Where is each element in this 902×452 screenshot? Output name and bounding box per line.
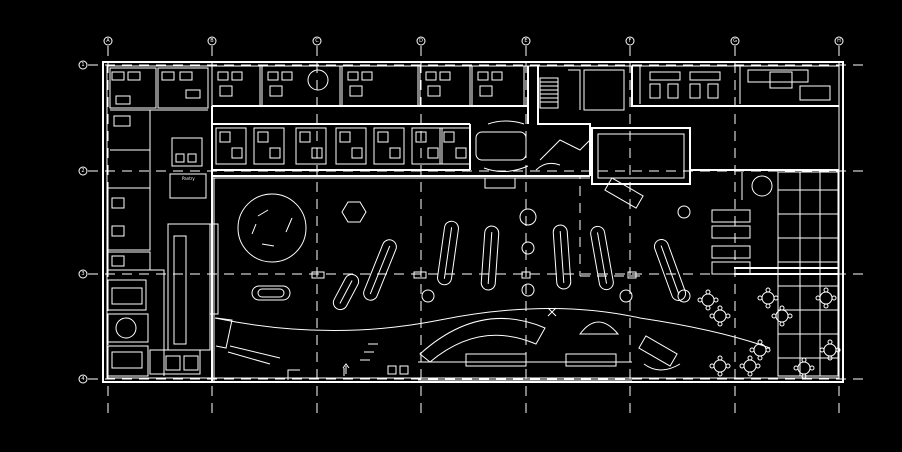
capsule-4 (480, 225, 500, 291)
capsule-3 (437, 220, 459, 286)
workstation-2 (253, 127, 285, 165)
office-4 (419, 65, 471, 107)
column-dot-3 (421, 289, 435, 303)
entrance-arrow (287, 307, 557, 380)
pantry: Pantry (169, 137, 207, 199)
stair (539, 69, 625, 111)
column-dot-4 (619, 289, 633, 303)
conference-table (475, 120, 529, 189)
round-table-1 (697, 289, 719, 311)
lounge-sofas (251, 271, 637, 301)
round-tables (697, 287, 841, 379)
top-right-offices (639, 66, 831, 104)
svg-text:C: C (315, 38, 319, 44)
office-5 (471, 65, 525, 107)
capsule-7 (653, 239, 687, 301)
pantry-label: Pantry (182, 176, 195, 181)
workstation-5 (373, 127, 405, 165)
round-table-4 (771, 305, 793, 327)
svg-text:A: A (106, 38, 110, 44)
workstation-1 (215, 127, 247, 165)
office-3 (341, 65, 419, 107)
round-table-9 (815, 287, 837, 309)
top-office-row (211, 65, 525, 107)
office-2 (261, 65, 341, 107)
grid-column-G: G (730, 36, 740, 420)
round-table-2 (709, 305, 731, 327)
workstation-4 (335, 127, 367, 165)
round-meeting-table (307, 69, 329, 91)
svg-text:G: G (733, 38, 737, 44)
curved-counter (214, 307, 771, 381)
workstation-6 (411, 127, 443, 165)
grid-column-C: C (312, 36, 322, 420)
svg-text:3: 3 (81, 271, 84, 277)
grid-column-D: D (416, 36, 426, 420)
dashed-boundary (216, 175, 640, 277)
round-table-7 (739, 355, 761, 377)
svg-text:2: 2 (81, 168, 84, 174)
grid-row-1: 1 (78, 60, 868, 70)
capsule-1 (363, 239, 397, 301)
workstation-3 (295, 127, 327, 165)
capsule-6 (590, 225, 614, 291)
svg-text:1: 1 (81, 62, 84, 68)
round-table-6 (709, 355, 731, 377)
left-side-rooms (107, 150, 165, 377)
round-table-3 (757, 287, 779, 309)
column-dot-1 (521, 241, 535, 255)
svg-text:4: 4 (81, 376, 84, 382)
right-lounge (604, 171, 839, 377)
svg-text:D: D (419, 38, 423, 44)
svg-text:H: H (837, 38, 841, 44)
grid-row-4: 4 (78, 374, 868, 384)
top-left-offices (109, 67, 209, 151)
round-table-5 (749, 339, 771, 361)
display-capsules (332, 220, 687, 311)
grid-column-F: F (625, 36, 635, 420)
workstation-row (215, 127, 471, 165)
column-dot-5 (677, 289, 691, 303)
round-table-10 (793, 357, 815, 379)
svg-text:E: E (524, 38, 527, 44)
office-1 (211, 65, 261, 107)
small-columns (421, 241, 691, 303)
round-seating (237, 193, 691, 263)
svg-text:F: F (629, 38, 632, 44)
workstation-7 (439, 127, 471, 165)
svg-text:B: B (210, 38, 214, 44)
reception-counter (149, 223, 219, 375)
round-table-8 (819, 339, 841, 361)
capsule-5 (552, 224, 572, 290)
column-dot-2 (521, 283, 535, 297)
board-room (535, 127, 691, 185)
column-grid: A B C D E F G H (103, 36, 844, 420)
capsule-2 (332, 273, 360, 311)
